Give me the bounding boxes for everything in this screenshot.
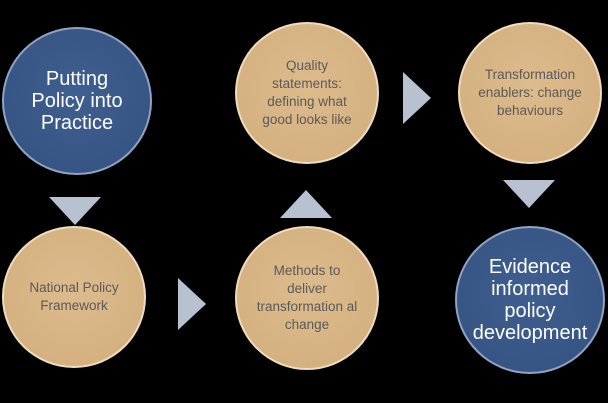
node-label: Transformation enablers: change behaviou… [478, 67, 582, 118]
node-national-policy-framework: National Policy Framework [2, 226, 146, 368]
arrow-right-icon [403, 72, 431, 124]
arrow-down-icon [49, 197, 101, 225]
node-label: Putting Policy into Practice [31, 68, 123, 134]
arrow-down-icon [503, 180, 555, 208]
node-label: National Policy Framework [29, 280, 119, 313]
node-label: Methods to deliver transformation al cha… [256, 263, 358, 332]
node-methods-to-deliver: Methods to deliver transformation al cha… [235, 226, 379, 370]
arrow-right-icon [178, 278, 206, 330]
node-label: Evidence informed policy development [472, 256, 588, 344]
node-quality-statements: Quality statements: defining what good l… [235, 22, 379, 164]
arrow-up-icon [280, 190, 332, 218]
node-evidence-informed-policy: Evidence informed policy development [455, 226, 605, 374]
node-putting-policy-into-practice: Putting Policy into Practice [2, 27, 152, 175]
node-label: Quality statements: defining what good l… [262, 58, 352, 127]
node-transformation-enablers: Transformation enablers: change behaviou… [458, 22, 602, 164]
